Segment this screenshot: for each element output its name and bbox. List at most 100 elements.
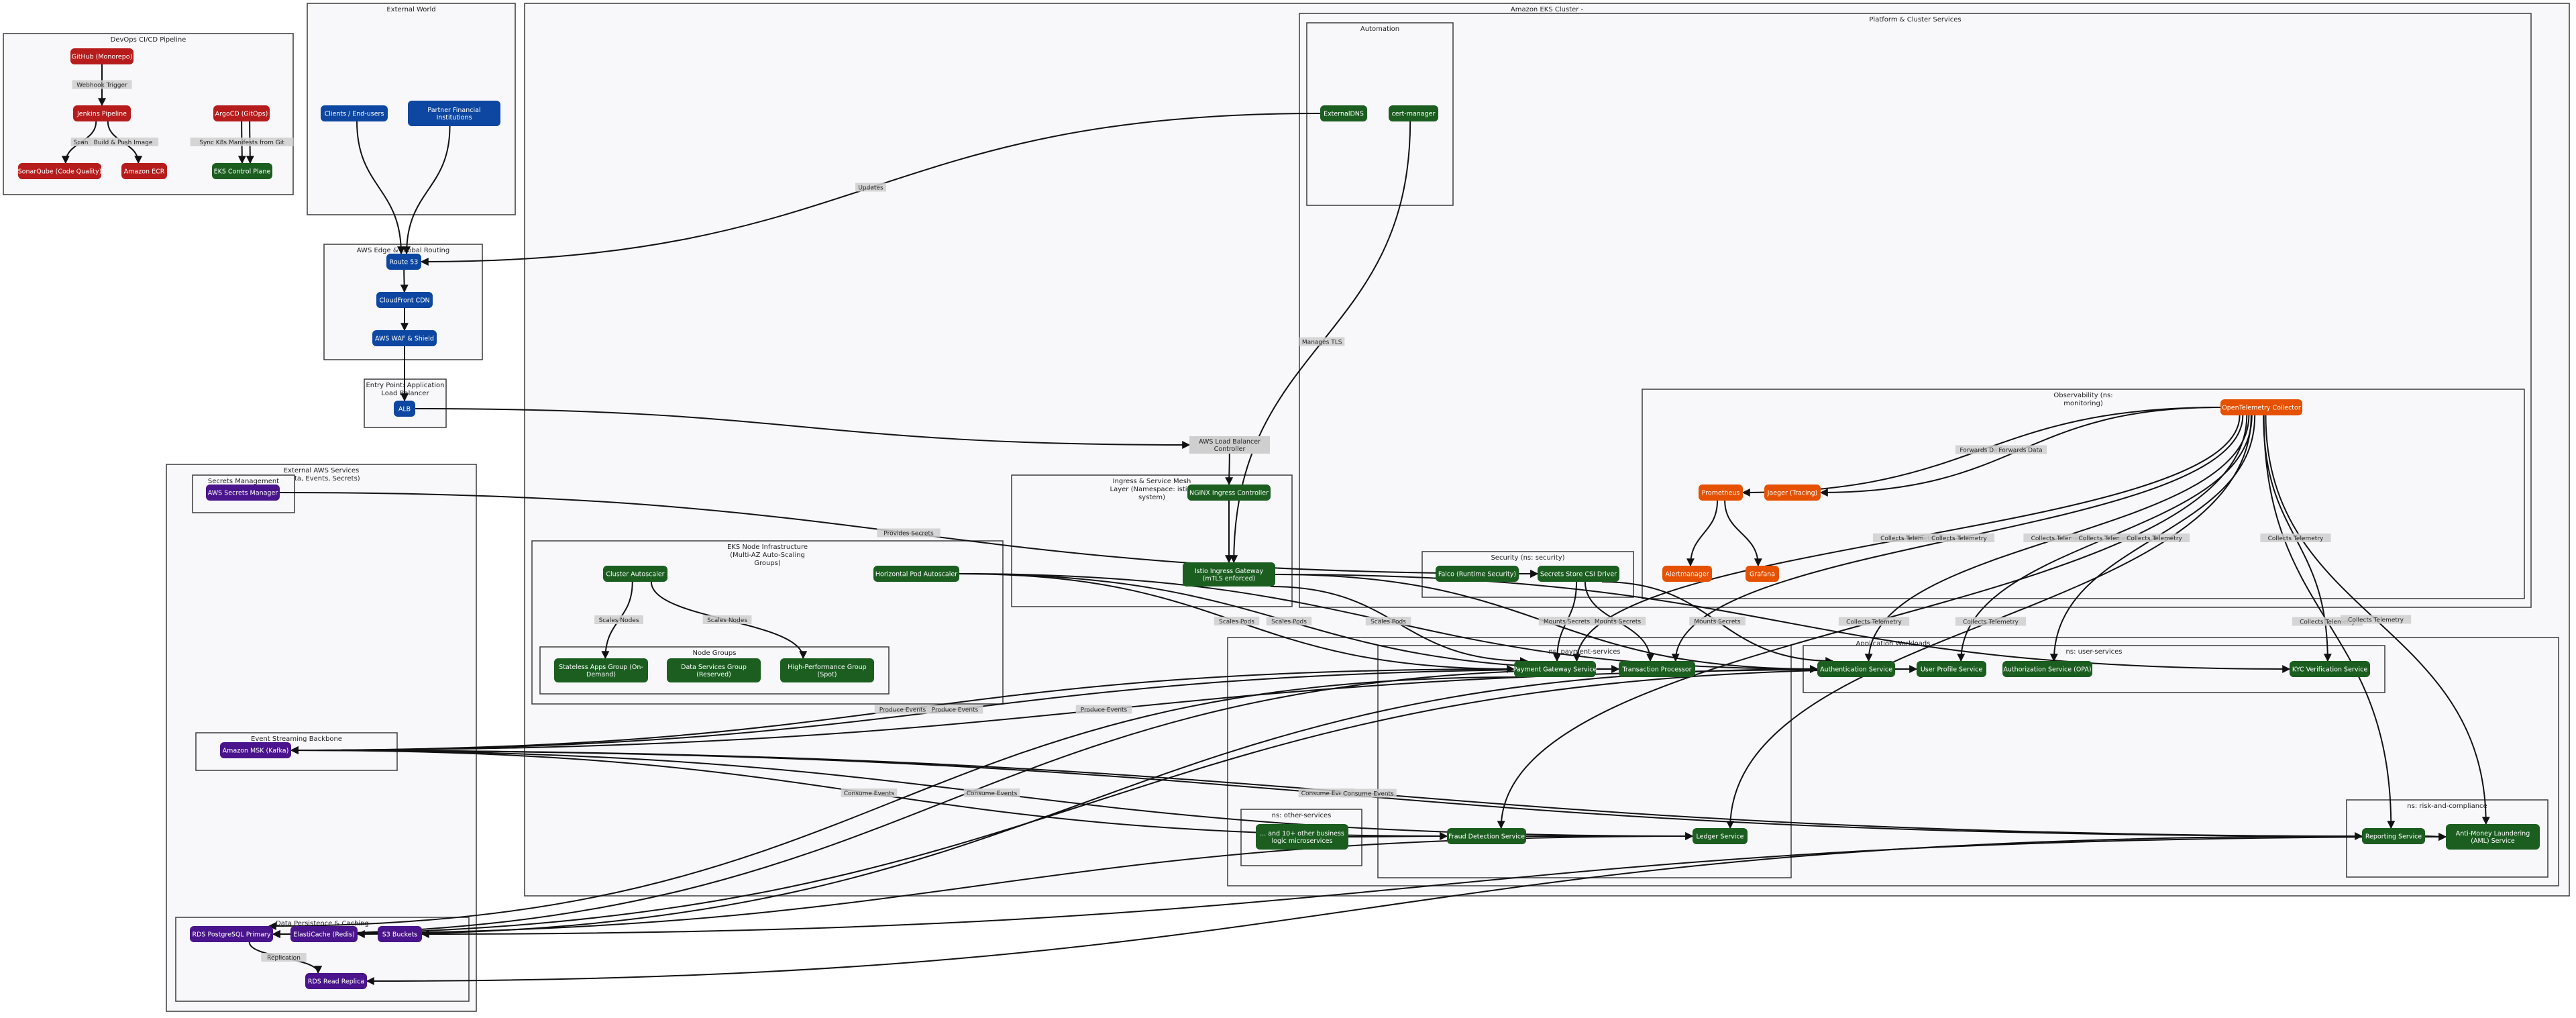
node-label: SonarQube (Code Quality) <box>18 168 102 176</box>
node-label: ArgoCD (GitOps) <box>215 111 268 118</box>
edge-label: Mounts Secrets <box>1589 617 1646 625</box>
node-falco[interactable]: Falco (Runtime Security) <box>1436 566 1519 582</box>
node-label: Secrets Store CSI Driver <box>1540 571 1617 578</box>
node-label: NGINX Ingress Controller <box>1189 490 1269 497</box>
node-label: cert-manager <box>1392 111 1436 118</box>
node-msk[interactable]: Amazon MSK (Kafka) <box>220 742 291 758</box>
node-eks-cp[interactable]: EKS Control Plane <box>212 163 272 179</box>
group-title: (Multi-AZ Auto-Scaling <box>730 552 805 559</box>
node-label: Demand) <box>586 671 616 678</box>
node-grafana[interactable]: Grafana <box>1746 566 1779 582</box>
group-title: Application Workloads <box>1856 640 1931 648</box>
node-label: Jaeger (Tracing) <box>1767 490 1818 497</box>
node-alertmanager[interactable]: Alertmanager <box>1662 566 1712 582</box>
node-label: Authorization Service (OPA) <box>2003 666 2091 674</box>
node-stateless[interactable]: Stateless Apps Group (On-Demand) <box>554 658 648 682</box>
edge-authn-to-elasticache <box>356 668 1818 938</box>
edge-ledger-to-rds-primary <box>272 835 1693 938</box>
edge-label-text: Mounts Secrets <box>1694 619 1741 625</box>
edge-label: Manages TLS <box>1299 337 1345 346</box>
edge-label-text: Scan <box>74 140 89 146</box>
edge-label: Produce Events <box>874 705 931 714</box>
node-reporting[interactable]: Reporting Service <box>2362 828 2425 844</box>
node-externaldns[interactable]: ExternalDNS <box>1320 105 1367 121</box>
node-secrets-manager[interactable]: AWS Secrets Manager <box>206 485 280 501</box>
node-label: Grafana <box>1750 571 1775 578</box>
edge-label: Produce Events <box>1075 705 1132 714</box>
edge-label: Collects Telemetry <box>1923 533 1995 542</box>
node-prometheus[interactable]: Prometheus <box>1699 485 1743 501</box>
node-kyc[interactable]: KYC Verification Service <box>2290 661 2370 677</box>
node-waf[interactable]: AWS WAF & Shield <box>372 330 437 346</box>
group-title: Platform & Cluster Services <box>1869 16 1961 23</box>
node-aml[interactable]: Anti-Money Laundering(AML) Service <box>2446 824 2540 850</box>
node-label: ExternalDNS <box>1324 111 1364 118</box>
node-cluster-autoscaler[interactable]: Cluster Autoscaler <box>603 566 667 582</box>
group-title: Load Balancer <box>381 390 429 397</box>
edge-label: Scales Nodes <box>594 615 643 624</box>
node-authz[interactable]: Authorization Service (OPA) <box>2002 661 2092 677</box>
node-elasticache[interactable]: ElastiCache (Redis) <box>290 926 358 942</box>
node-alb[interactable]: ALB <box>394 401 415 417</box>
node-label: User Profile Service <box>1921 666 1982 674</box>
group-title: (Data, Events, Secrets) <box>282 475 360 482</box>
node-label: CloudFront CDN <box>379 297 429 305</box>
edge-prometheus-to-grafana <box>1724 500 1762 567</box>
node-data-services[interactable]: Data Services Group(Reserved) <box>667 658 761 682</box>
node-payment-gw[interactable]: Payment Gateway Service <box>1513 661 1597 677</box>
edge-label: Scales Nodes <box>702 615 752 624</box>
edge-payment-gw-to-rds-primary <box>268 676 1519 930</box>
edge-label-text: Updates <box>858 185 883 191</box>
edge-label-text: Provides Secrets <box>883 531 934 538</box>
node-certmanager[interactable]: cert-manager <box>1389 105 1438 121</box>
node-github[interactable]: GitHub (Monorepo) <box>70 48 133 64</box>
node-fraud[interactable]: Fraud Detection Service <box>1447 828 1526 844</box>
edge-label-text: Manages TLS <box>1302 340 1342 346</box>
node-hpa[interactable]: Horizontal Pod Autoscaler <box>873 566 959 582</box>
node-cloudfront[interactable]: CloudFront CDN <box>376 292 433 308</box>
node-route53[interactable]: Route 53 <box>386 254 421 270</box>
node-rds-replica[interactable]: RDS Read Replica <box>305 973 367 989</box>
node-user-profile[interactable]: User Profile Service <box>1917 661 1986 677</box>
node-otel[interactable]: OpenTelemetry Collector <box>2220 399 2302 415</box>
node-label: Authentication Service <box>1820 666 1892 674</box>
group-title: Observability (ns: <box>2053 392 2112 399</box>
edge-clients-to-route53 <box>356 121 405 255</box>
node-csi[interactable]: Secrets Store CSI Driver <box>1538 566 1619 582</box>
group-title: DevOps CI/CD Pipeline <box>111 36 186 44</box>
node-nginx[interactable]: NGINX Ingress Controller <box>1187 485 1271 501</box>
group-title: ns: risk-and-compliance <box>2407 803 2487 810</box>
edge-route53-to-cloudfront <box>400 269 409 293</box>
node-txn[interactable]: Transaction Processor <box>1619 661 1695 677</box>
node-istio[interactable]: Istio Ingress Gateway(mTLS enforced) <box>1183 562 1275 587</box>
node-jenkins[interactable]: Jenkins Pipeline <box>73 105 131 121</box>
group-title: ns: other-services <box>1272 812 1332 819</box>
node-ecr[interactable]: Amazon ECR <box>121 163 167 179</box>
group-title: ns: payment-services <box>1548 648 1620 656</box>
node-sonar[interactable]: SonarQube (Code Quality) <box>18 163 102 179</box>
group-title: Data Persistence & Caching <box>276 920 369 927</box>
node-high-perf[interactable]: High-Performance Group(Spot) <box>780 658 874 682</box>
edge-label-text: Collects Telemetry <box>1931 536 1987 542</box>
node-s3[interactable]: S3 Buckets <box>378 926 422 942</box>
node-label: logic microservices <box>1272 837 1333 845</box>
node-ledger[interactable]: Ledger Service <box>1693 828 1748 844</box>
node-authn[interactable]: Authentication Service <box>1817 661 1895 677</box>
node-argocd[interactable]: ArgoCD (GitOps) <box>213 105 270 121</box>
node-rds-primary[interactable]: RDS PostgreSQL Primary <box>190 926 273 942</box>
edge-label-text: Webhook Trigger <box>76 83 127 89</box>
node-label: Clients / End-users <box>325 111 384 118</box>
node-label: AWS Secrets Manager <box>208 490 278 497</box>
node-jaeger[interactable]: Jaeger (Tracing) <box>1764 485 1821 501</box>
node-label: Cluster Autoscaler <box>606 571 664 578</box>
edge-label-text: Replication <box>267 955 301 962</box>
edge-label-text: Consume Events <box>967 791 1018 797</box>
node-label: AWS WAF & Shield <box>375 336 434 343</box>
edge-label: Collects Telemetry <box>2118 533 2190 542</box>
node-clients[interactable]: Clients / End-users <box>321 105 388 121</box>
